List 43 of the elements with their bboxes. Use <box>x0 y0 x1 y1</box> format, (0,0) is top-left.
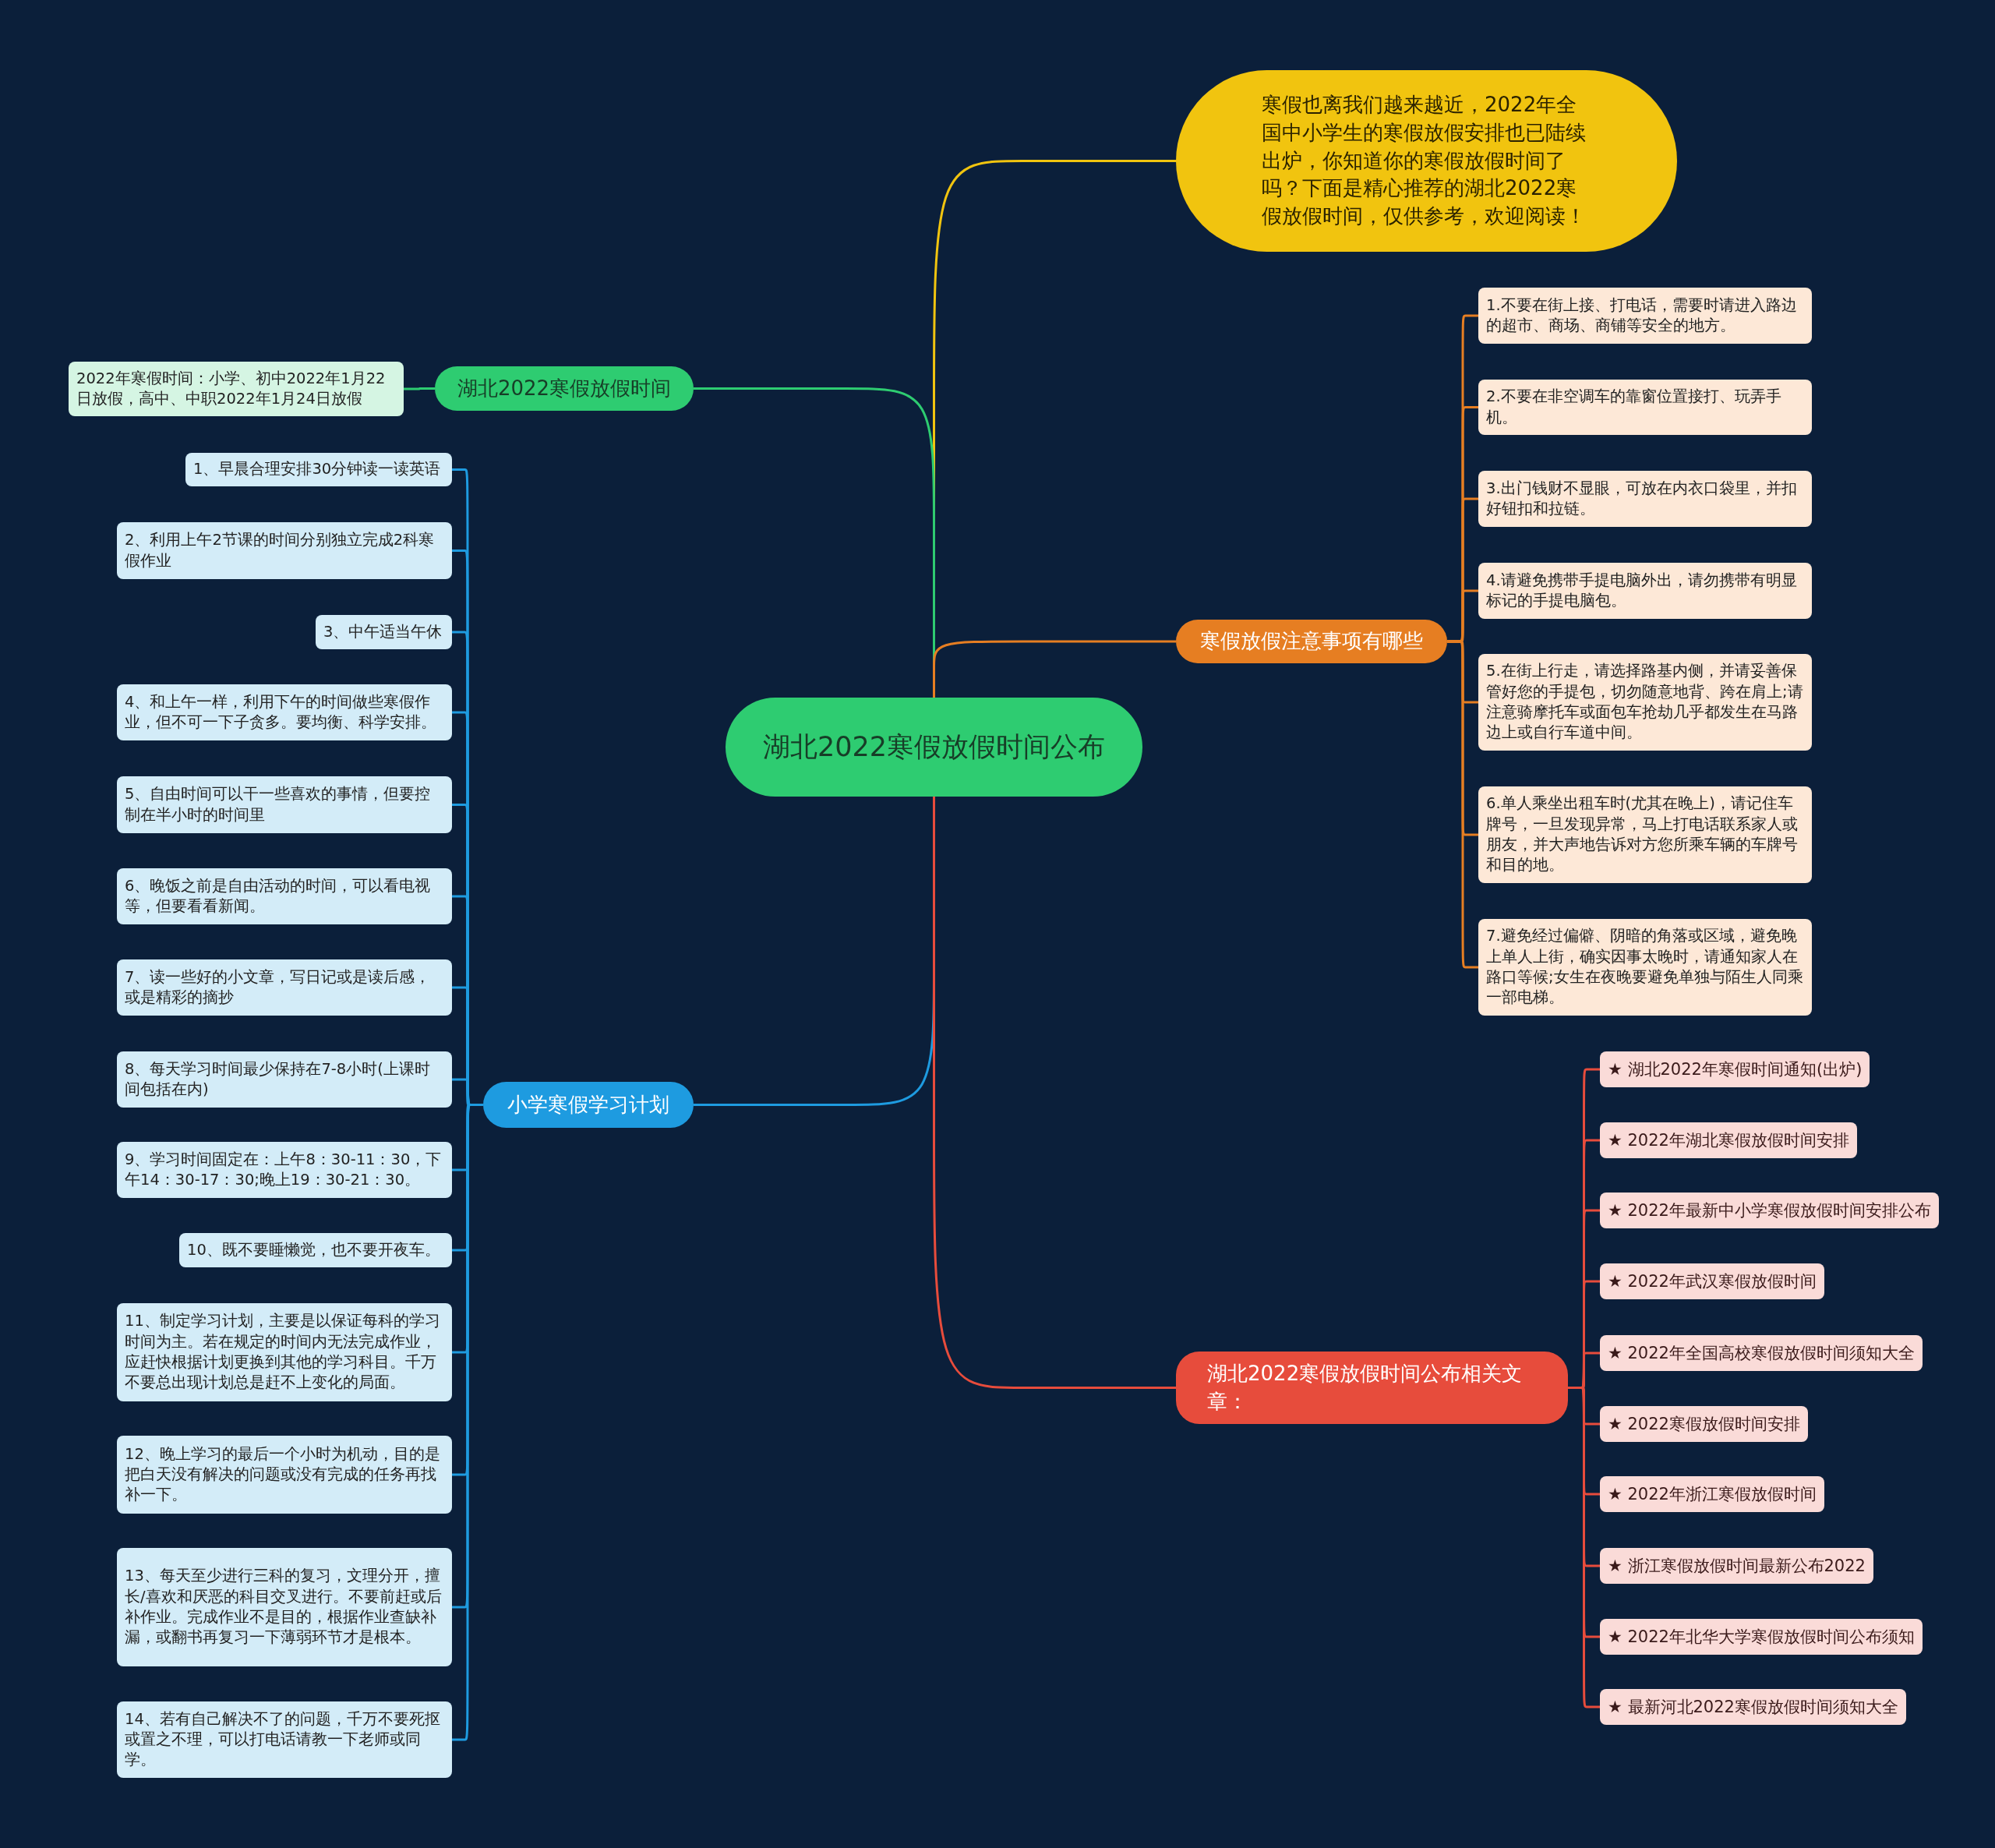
leaf-note: 5、自由时间可以干一些喜欢的事情，但要控制在半小时的时间里 <box>117 776 452 833</box>
leaf-note: 6、晚饭之前是自由活动的时间，可以看电视等，但要看看新闻。 <box>117 868 452 924</box>
leaf-note: 7.避免经过偏僻、阴暗的角落或区域，避免晚上单人上街，确实因事太晚时，请通知家人在路口等候;女生在夜晚要避免单独与陌生人同乘一部电梯。 <box>1478 919 1812 1016</box>
leaf-note: 4、和上午一样，利用下午的时间做些寒假作业，但不可一下子贪多。要均衡、科学安排。 <box>117 684 452 740</box>
article-link-note: ★ 2022年最新中小学寒假放假时间安排公布 <box>1600 1193 1939 1228</box>
leaf-note: 13、每天至少进行三科的复习，文理分开，擅长/喜欢和厌恶的科目交叉进行。不要前赶或后补作业。完成作业不是目的，根据作业查缺补漏，或翻书再复习一下薄弱环节才是根本。 <box>117 1548 452 1666</box>
article-link-note: ★ 2022寒假放假时间安排 <box>1600 1406 1808 1442</box>
leaf-note: 14、若有自己解决不了的问题，千万不要死抠或置之不理，可以打电话请教一下老师或同学。 <box>117 1701 452 1778</box>
intro-bubble: 寒假也离我们越来越近，2022年全国中小学生的寒假放假安排也已陆续出炉，你知道你的寒假放假时间了吗？下面是精心推荐的湖北2022寒假放假时间，仅供参考，欢迎阅读！ <box>1176 70 1677 252</box>
leaf-note: 6.单人乘坐出租车时(尤其在晚上)，请记住车牌号，一旦发现异常，马上打电话联系家人或朋友，并大声地告诉对方您所乘车辆的车牌号和目的地。 <box>1478 786 1812 883</box>
leaf-note: 2.不要在非空调车的靠窗位置接打、玩弄手机。 <box>1478 380 1812 435</box>
connector-line <box>1447 640 1478 969</box>
leaf-note: 2022年寒假时间：小学、初中2022年1月22日放假，高中、中职2022年1月24日放假 <box>69 362 404 416</box>
central-topic: 湖北2022寒假放假时间公布 <box>726 698 1142 797</box>
connector-line <box>933 640 1176 698</box>
branch-topic: 寒假放假注意事项有哪些 <box>1176 620 1447 663</box>
leaf-note: 10、既不要睡懒觉，也不要开夜车。 <box>179 1233 452 1267</box>
article-link-note: ★ 浙江寒假放假时间最新公布2022 <box>1600 1548 1873 1584</box>
article-link-note: ★ 2022年湖北寒假放假时间安排 <box>1600 1122 1857 1158</box>
article-link-note: ★ 2022年浙江寒假放假时间 <box>1600 1476 1824 1512</box>
leaf-note: 7、读一些好的小文章，写日记或是读后感，或是精彩的摘抄 <box>117 959 452 1016</box>
leaf-note: 12、晚上学习的最后一个小时为机动，目的是把白天没有解决的问题或没有完成的任务再找补一下。 <box>117 1436 452 1514</box>
article-link-note: ★ 2022年全国高校寒假放假时间须知大全 <box>1600 1335 1923 1371</box>
leaf-note: 8、每天学习时间最少保持在7-8小时(上课时间包括在内) <box>117 1051 452 1108</box>
leaf-note: 5.在街上行走，请选择路基内侧，并请妥善保管好您的手提包，切勿随意地背、跨在肩上;请注意骑摩托车或面包车抢劫几乎都发生在马路边上或自行车道中间。 <box>1478 654 1812 751</box>
connector-line <box>933 797 1176 1389</box>
article-link-note: ★ 湖北2022年寒假时间通知(出炉) <box>1600 1051 1870 1087</box>
leaf-note: 9、学习时间固定在：上午8：30-11：30，下午14：30-17：30;晚上19：30-21：30。 <box>117 1142 452 1198</box>
article-link-note: ★ 2022年北华大学寒假放假时间公布须知 <box>1600 1619 1923 1655</box>
article-link-note: ★ 最新河北2022寒假放假时间须知大全 <box>1600 1689 1906 1725</box>
leaf-note: 3.出门钱财不显眼，可放在内衣口袋里，并扣好钮扣和拉链。 <box>1478 471 1812 527</box>
leaf-note: 1、早晨合理安排30分钟读一读英语 <box>185 453 452 486</box>
leaf-note: 2、利用上午2节课的时间分别独立完成2科寒假作业 <box>117 522 452 579</box>
article-link-note: ★ 2022年武汉寒假放假时间 <box>1600 1263 1824 1299</box>
leaf-note: 1.不要在街上接、打电话，需要时请进入路边的超市、商场、商铺等安全的地方。 <box>1478 288 1812 344</box>
branch-topic: 小学寒假学习计划 <box>483 1082 694 1128</box>
leaf-note: 11、制定学习计划，主要是以保证每科的学习时间为主。若在规定的时间内无法完成作业，应赶快根据计划更换到其他的学习科目。千万不要总出现计划总是赶不上变化的局面。 <box>117 1303 452 1401</box>
leaf-note: 3、中午适当午休 <box>316 615 452 649</box>
leaf-note: 4.请避免携带手提电脑外出，请勿携带有明显标记的手提电脑包。 <box>1478 563 1812 619</box>
connector-line <box>404 387 435 390</box>
branch-topic: 湖北2022寒假放假时间公布相关文章： <box>1176 1352 1568 1424</box>
branch-topic: 湖北2022寒假放假时间 <box>435 366 694 411</box>
connector-line <box>1568 1387 1600 1708</box>
